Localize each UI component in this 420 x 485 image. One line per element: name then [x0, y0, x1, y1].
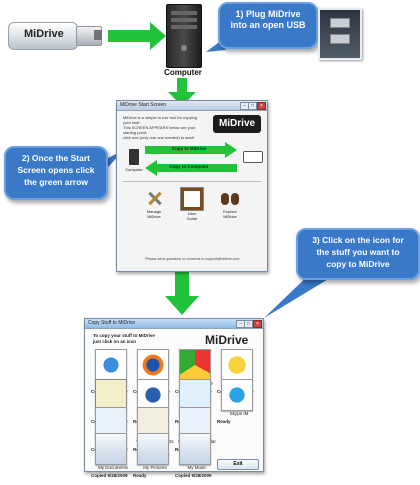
manage-midrive-launcher[interactable]: Manage MiDrive: [139, 187, 169, 219]
step2-line1: 2) Once the Start: [21, 153, 91, 163]
app-status: Copied 9/28/2009: [175, 473, 212, 478]
usb-drive-image: MiDrive: [8, 20, 108, 50]
book-icon: [180, 187, 204, 211]
copy-window-titlebar: Copy Stuff to MiDrive – □ ×: [85, 319, 263, 329]
manage-label1: Manage: [146, 209, 162, 214]
app-tile-skype-im[interactable]: Skype IM Ready: [215, 379, 263, 431]
start-screen-window: MiDrive Start Screen – □ × MiDrive is a …: [116, 100, 268, 272]
start-intro-line2: This SCREEN APPEARS below are your start…: [123, 125, 196, 135]
copy-close-button[interactable]: ×: [253, 320, 262, 328]
copy-heading-line1: To copy your stuff to MiDrive: [93, 333, 155, 338]
start-intro-line3: click one (only one one needed) to start…: [123, 135, 195, 140]
skype-icon: [221, 379, 253, 411]
copy-to-midrive-arrow[interactable]: [145, 142, 237, 158]
computer-label: Computer: [164, 68, 202, 77]
start-footer: *Please send questions or concerns to su…: [144, 257, 240, 261]
step2-line3: the green arrow: [24, 177, 88, 187]
start-screen-titlebar: MiDrive Start Screen – □ ×: [117, 101, 267, 111]
guide-label1: User: [187, 211, 197, 216]
step2-line2: Screen opens click: [17, 165, 95, 175]
manage-label2: MiDrive: [147, 214, 161, 219]
step3-line3: copy to MiDrive: [326, 259, 390, 269]
copy-heading: To copy your stuff to MiDrive just click…: [93, 333, 155, 345]
exit-label: Exit: [233, 461, 243, 467]
midrive-usb-icon: [243, 151, 263, 163]
step1-callout: 1) Plug MiDrive into an open USB: [218, 2, 318, 49]
start-intro: MiDrive is a simple to use tool for copy…: [123, 115, 205, 140]
arrow-start-to-copy: [165, 272, 199, 315]
copy-to-computer-label[interactable]: Copy to Computer: [169, 164, 209, 169]
thunderbird-icon: [137, 379, 169, 411]
step1-line2: into an open USB: [230, 20, 306, 30]
my-pictures-folder-icon: [137, 433, 169, 465]
user-guide-launcher[interactable]: User Guide: [177, 187, 207, 221]
start-screen-title: MiDrive Start Screen: [120, 102, 167, 108]
app-name: My Music: [187, 465, 207, 470]
maximize-button[interactable]: □: [248, 102, 257, 110]
app-status: Ready: [217, 419, 231, 424]
copy-window-title: Copy Stuff to MiDrive: [88, 320, 136, 326]
copy-to-midrive-label[interactable]: Copy to MiDrive: [171, 146, 207, 151]
copy-maximize-button[interactable]: □: [244, 320, 253, 328]
usb-logo: MiDrive: [24, 28, 64, 40]
app-status: Copied 9/28/2009: [91, 473, 128, 478]
start-logo: MiDrive: [213, 115, 261, 133]
internet-explorer-icon: [95, 349, 127, 381]
step3-line2: the stuff you want to: [316, 247, 400, 257]
computer-icon: [129, 149, 139, 165]
firefox-icon: [137, 349, 169, 381]
app-name: My Pictures: [143, 465, 167, 470]
explore-label1: Explore: [223, 209, 237, 214]
copy-heading-line2: just click on an icon: [93, 339, 137, 344]
app-tile-my-documents[interactable]: My Documents Copied 9/28/2009: [89, 433, 137, 485]
arrow-computer-to-start: [168, 78, 196, 106]
copy-arrows: [145, 142, 237, 176]
guide-label2: Guide: [186, 216, 198, 221]
tools-icon: [143, 187, 165, 209]
copy-stuff-window: Copy Stuff to MiDrive – □ × To copy your…: [84, 318, 264, 478]
google-chrome-icon: [179, 349, 211, 381]
close-button[interactable]: ×: [257, 102, 266, 110]
app-name: My Documents: [97, 465, 128, 470]
explore-midrive-launcher[interactable]: Explore MiDrive: [215, 187, 245, 219]
my-documents-folder-icon: [95, 433, 127, 465]
divider: [123, 181, 261, 182]
app-name: Skype IM: [229, 411, 249, 416]
my-music-folder-icon: [179, 433, 211, 465]
step2-callout: 2) Once the Start Screen opens click the…: [4, 146, 108, 200]
yahoo-im-icon: [221, 349, 253, 381]
binoculars-icon: [219, 187, 241, 209]
step3-line1: 3) Click on the icon for: [312, 235, 404, 245]
callout3-pointer: [264, 268, 330, 318]
step3-callout: 3) Click on the icon for the stuff you w…: [296, 228, 420, 280]
arrow-usb-to-computer: [108, 22, 166, 50]
usb-port-image: [318, 8, 362, 60]
outlook-icon: [95, 379, 127, 411]
exit-button[interactable]: Exit: [217, 459, 259, 470]
start-logo-text: MiDrive: [218, 118, 256, 129]
copy-to-computer-arrow[interactable]: [145, 160, 237, 176]
app-tile-my-pictures[interactable]: My Pictures Ready: [131, 433, 179, 485]
app-status: Ready: [133, 473, 147, 478]
start-computer-label: Computer: [125, 167, 143, 172]
copy-logo: MiDrive: [205, 333, 249, 347]
step1-line1: 1) Plug MiDrive: [235, 9, 301, 19]
start-intro-line1: MiDrive is a simple to use tool for copy…: [123, 115, 197, 125]
explore-label2: MiDrive: [223, 214, 237, 219]
app-grid: Explorer Copied 9/28/2009 Firefox Copied…: [85, 319, 263, 478]
app-tile-my-music[interactable]: My Music Copied 9/28/2009: [173, 433, 221, 485]
computer-tower-image: [166, 4, 202, 68]
